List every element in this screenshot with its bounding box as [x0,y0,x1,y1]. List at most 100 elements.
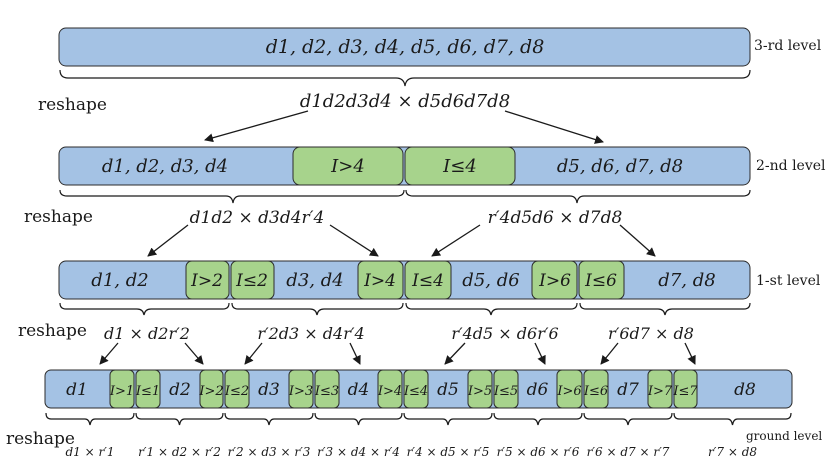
ground-expr-7: r′7 × d8 [708,445,757,459]
ground-identity-box-13 [467,369,493,409]
level3-bar [58,27,751,67]
ground-identity-box-10 [377,369,403,409]
level2-reshape-label: reshape [24,207,93,227]
ground-level-label: ground level [746,429,822,443]
arrow-l1-4b [684,342,696,365]
ground-brace-7 [673,412,792,426]
ground-identity-text-17: I≤6 [583,384,608,399]
arrow-l1-4a [600,342,619,365]
level2-g1-text: I>4 [330,156,365,177]
ground-core-text-12: d5 [437,380,459,400]
ground-core-text-6: d3 [258,380,280,400]
level1-expr3: r′4d5 × d6r′6 [451,324,558,343]
ground-core-text-18: d7 [617,380,639,400]
level1-brace-4 [579,302,751,316]
ground-identity-box-8 [314,369,340,409]
level2-label: 2-nd level [756,158,826,174]
level2-expr-right: r′4d5d6 × d7d8 [488,208,623,228]
ground-expr-5: r′5 × d6 × r′6 [497,445,580,459]
ground-brace-4 [403,412,493,426]
ground-identity-box-19 [647,369,673,409]
ground-identity-text-20: I≤7 [672,384,698,399]
arrow-l1-2b [349,342,361,365]
ground-brace-2 [224,412,314,426]
ground-core-text-15: d6 [527,380,549,400]
ground-identity-box-11 [403,369,429,409]
level2-brace-left [59,189,405,204]
level1-identity-gt4 [357,260,404,300]
arrow-l1-1a [99,342,119,365]
ground-expr-3: r′3 × d4 × r′4 [317,445,400,459]
level2-left-text: d1, d2, d3, d4 [102,156,228,177]
ground-brace-6 [583,412,673,426]
ground-core-text-9: d4 [348,380,370,400]
ground-identity-box-17 [583,369,609,409]
arrow-l1-1b [184,342,204,365]
arrow-l2-d [619,224,656,257]
ground-expr-1: r′1 × d2 × r′2 [138,445,221,459]
arrow-l2-b [329,224,379,257]
level1-g2-text: I≤2 [235,271,268,291]
ground-identity-box-5 [224,369,250,409]
ground-level-braces [45,412,792,426]
level1-seg4-text: d7, d8 [658,270,715,291]
level1-brace-3 [405,302,578,316]
level1-g6-text: I≤6 [584,271,617,291]
ground-brace-0 [45,412,135,426]
level1-expr4: r′6d7 × d8 [608,324,694,343]
ground-identity-text-1: I>1 [109,384,134,399]
ground-identity-text-13: I>5 [467,384,492,399]
level2-expr-left: d1d2 × d3d4r′4 [190,208,325,228]
arrow-l1-3a [444,342,466,365]
ground-identity-box-20 [673,369,698,409]
level3-label: 3-rd level [754,38,822,54]
ground-identity-box-14 [493,369,519,409]
ground-identity-text-7: I>3 [288,384,313,399]
ground-core-text-3: d2 [169,380,191,400]
level1-seg1-text: d1, d2 [91,270,148,291]
ground-brace-1 [135,412,224,426]
ground-identity-box-1 [109,369,135,409]
level1-brace-1 [59,302,230,316]
level1-expr1: d1 × d2r′2 [104,324,190,343]
level1-identity-le2 [230,260,275,300]
level2-identity-gt4 [292,146,404,186]
level2-g2-text: I≤4 [442,156,477,177]
ground-identity-text-4: I>2 [198,384,223,399]
level3-bar-text: d1, d2, d3, d4, d5, d6, d7, d8 [266,36,545,58]
level2-right-text: d5, d6, d7, d8 [557,156,683,177]
level1-expr2: r′2d3 × d4r′4 [257,324,364,343]
ground-identity-box-7 [288,369,314,409]
level1-g3-text: I>4 [363,271,396,291]
level3-reshape-expr: d1d2d3d4 × d5d6d7d8 [300,91,510,112]
ground-identity-text-14: I≤5 [493,384,518,399]
level1-seg3-text: d5, d6 [462,270,519,291]
ground-identity-text-19: I>7 [647,384,673,399]
ground-identity-text-11: I≤4 [403,384,428,399]
level2-identity-le4 [404,146,516,186]
level1-identity-gt6 [531,260,578,300]
ground-identity-box-4 [199,369,224,409]
arrow-l2-a [147,224,189,257]
ground-expr-4: r′4 × d5 × r′5 [407,445,490,459]
ground-reshape-label: reshape [6,429,75,449]
ground-core-text-21: d8 [734,380,756,400]
arrow-l3-left [204,110,309,143]
level1-seg2-text: d3, d4 [286,270,343,291]
ground-expr-0: d1 × r′1 [65,445,114,459]
level3-reshape-label: reshape [38,95,107,115]
ground-identity-text-8: I≤3 [314,384,339,399]
arrow-l2-c [431,224,481,257]
ground-expr-6: r′6 × d7 × r′7 [587,445,670,459]
ground-identity-text-2: I≤1 [135,384,160,399]
level2-brace-right [405,189,751,204]
level1-label: 1-st level [756,273,821,289]
ground-core-text-0: d1 [66,380,88,400]
arrow-l3-right [504,110,604,144]
ground-identity-box-16 [556,369,583,409]
ground-identity-box-2 [135,369,161,409]
level1-identity-gt2 [185,260,230,300]
